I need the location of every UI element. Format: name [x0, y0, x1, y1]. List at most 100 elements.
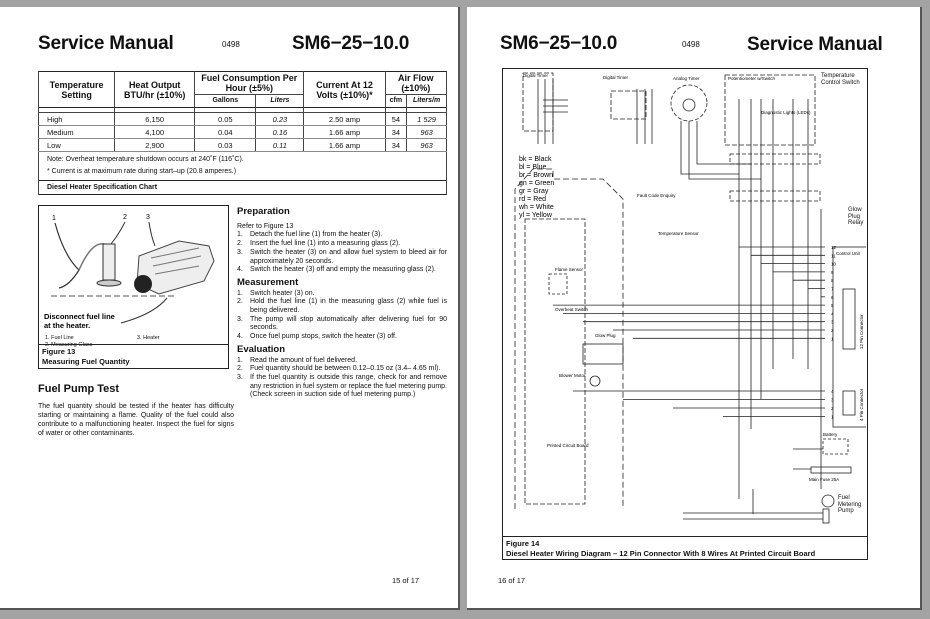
- label-glow-plug: Glow Plug: [595, 333, 616, 338]
- legend-item: gr = Gray: [519, 188, 549, 195]
- cell-lpm: 963: [420, 140, 433, 150]
- page-16: SM6−25−10.0 0498 Service Manual Digital …: [467, 7, 922, 610]
- callout-3: 3: [146, 214, 150, 221]
- col-gallons: Gallons: [194, 94, 257, 108]
- page-number: 16 of 17: [498, 576, 526, 585]
- label-printed-circuit-board: Printed Circuit Board: [547, 443, 589, 448]
- fig13-instruction-2: at the heater.: [44, 321, 90, 330]
- header-title: Service Manual: [747, 34, 883, 55]
- cell-lpm: 963: [420, 127, 433, 137]
- pin-number: 1: [831, 336, 834, 341]
- list-item: 4.Once fuel pump stops, switch the heate…: [237, 333, 397, 341]
- cell-current: 1.66 amp: [303, 125, 386, 139]
- cell-current: 2.50 amp: [303, 112, 386, 126]
- cell-lpm: 1 529: [417, 114, 436, 124]
- preparation-steps: 1.Detach the fuel line (1) from the heat…: [237, 231, 447, 275]
- evaluation-steps: 1.Read the amount of fuel delivered. 2.F…: [237, 357, 447, 401]
- label-digital-timer-2: Digital Timer: [603, 75, 629, 80]
- label-analog-timer: Analog Timer: [673, 76, 700, 81]
- pin-number: 3: [831, 398, 834, 403]
- pin-number: 11: [831, 253, 836, 258]
- pin-number: 1: [831, 415, 834, 420]
- 12-pin-numbers: 12 11 10 9 8 7 6 5 4 3 2 1: [831, 245, 837, 341]
- cell-setting: Medium: [37, 125, 116, 139]
- pin-number: 5: [831, 303, 834, 308]
- fig13-instruction: Disconnect fuel line at the heater.: [39, 206, 40, 207]
- pin-number: 4: [831, 311, 834, 316]
- cell-setting: High: [37, 112, 116, 126]
- figure-14-wiring-diagram: Digital Timer Digital Timer Analog Timer…: [502, 68, 868, 560]
- fuel-pump-test-heading: Fuel Pump Test: [38, 383, 120, 395]
- list-item: 4.Switch the heater (3) off and empty th…: [237, 266, 436, 274]
- note-current: * Current is at maximum rate during star…: [47, 168, 237, 175]
- pin-number: 6: [831, 295, 834, 300]
- list-item: 2.Insert the fuel line (1) into a measur…: [237, 240, 401, 248]
- preparation-intro: Refer to Figure 13: [237, 222, 294, 230]
- cell-cfm: 34: [384, 125, 408, 139]
- fuel-pump-test-section: Fuel Pump Test The fuel quantity should …: [38, 383, 234, 438]
- legend-item: br = Brown: [519, 172, 553, 179]
- cell-btu: 6,150: [114, 112, 196, 126]
- color-legend: bk = Black bl = Blue br = Brown gn = Gre…: [518, 156, 554, 219]
- pin-number: 8: [831, 278, 834, 283]
- fuel-measurement-illustration: 1 2 3 Disconnect fuel line at the heater…: [44, 214, 215, 330]
- label-blower-motor: Blower Motor: [559, 373, 586, 378]
- table-caption: Diesel Heater Specification Chart: [38, 180, 447, 195]
- col-fuel: Fuel Consumption Per Hour (±5%): [194, 71, 305, 95]
- cell-liters: 0.23: [272, 114, 288, 124]
- cell-cfm: 34: [384, 138, 408, 152]
- pin-number: 7: [831, 287, 834, 292]
- measurement-steps: 1.Switch heater (3) on. 2.Hold the fuel …: [237, 290, 447, 342]
- cell-current: 1.66 amp: [303, 138, 386, 152]
- fig13-instruction-1: Disconnect fuel line: [44, 312, 115, 321]
- spec-table: Temperature Setting Heat Output BTU/hr (…: [37, 71, 448, 195]
- wiring-diagram-svg: Digital Timer Digital Timer Analog Timer…: [514, 72, 866, 524]
- fig13-caption-title: Measuring Fuel Quantity: [42, 356, 130, 366]
- col-air: Air Flow (±10%): [384, 71, 448, 95]
- page-15: Service Manual 0498 SM6−25−10.0 Temperat…: [0, 7, 460, 610]
- cell-gallons: 0.04: [194, 125, 257, 139]
- label-temperature-control-switch: Temperature Control Switch: [821, 73, 865, 87]
- legend-item: bl = Blue: [519, 164, 547, 171]
- pin-number: 10: [831, 262, 837, 267]
- label-battery: Battery: [823, 432, 838, 437]
- col-heat: Heat Output BTU/hr (±10%): [114, 71, 196, 108]
- fig13-legend-3: 3. Heater: [137, 335, 160, 341]
- callout-1: 1: [52, 215, 56, 222]
- fig14-caption-title: Diesel Heater Wiring Diagram – 12 Pin Co…: [506, 548, 816, 558]
- list-item: 3.The pump will stop automatically after…: [237, 315, 447, 332]
- evaluation-heading: Evaluation: [237, 343, 286, 355]
- label-temperature-sensor: Temperature Sensor: [658, 231, 699, 236]
- pin-number: 3: [831, 320, 834, 325]
- cell-liters: 0.16: [272, 127, 288, 137]
- legend-item: rd = Red: [519, 196, 546, 203]
- col-liters: Liters: [270, 97, 290, 104]
- measurement-heading: Measurement: [237, 276, 299, 288]
- figure-13: 1 2 3 Disconnect fuel line at the heater…: [38, 205, 229, 369]
- list-item: 1.Detach the fuel line (1) from the heat…: [237, 231, 383, 239]
- cell-gallons: 0.03: [194, 138, 257, 152]
- list-item: 3.If the fuel quantity is outside this r…: [237, 373, 447, 399]
- list-item: 2.Fuel quantity should be between 0.12–0…: [237, 365, 441, 373]
- label-digital-timer-1: Digital Timer: [523, 73, 549, 78]
- fuel-pump-test-body: The fuel quantity should be tested if th…: [38, 403, 234, 437]
- label-4-pin-connector: 4 Pin Connector: [859, 388, 864, 421]
- fig13-legend-1: 1. Fuel Line: [45, 335, 74, 341]
- pin-number: 9: [831, 270, 834, 275]
- list-item: 3.Switch the heater (3) on and allow fue…: [237, 248, 447, 265]
- pin-number: 4: [831, 389, 834, 394]
- header-model: SM6−25−10.0: [292, 33, 410, 54]
- pin-number: 2: [831, 328, 834, 333]
- col-current: Current At 12 Volts (±10%)*: [303, 71, 386, 108]
- label-12-pin-connector: 12 Pin Connector: [859, 314, 864, 349]
- pin-number: 12: [831, 245, 837, 250]
- header-title: Service Manual: [38, 33, 174, 54]
- legend-item: yl = Yellow: [519, 212, 553, 219]
- cell-setting: Low: [37, 138, 116, 152]
- note-overheat: Note: Overheat temperature shutdown occu…: [47, 156, 244, 163]
- preparation-heading: Preparation: [237, 206, 290, 217]
- list-item: 1.Switch heater (3) on.: [237, 289, 315, 297]
- col-liters-m: Liters/m: [412, 97, 441, 104]
